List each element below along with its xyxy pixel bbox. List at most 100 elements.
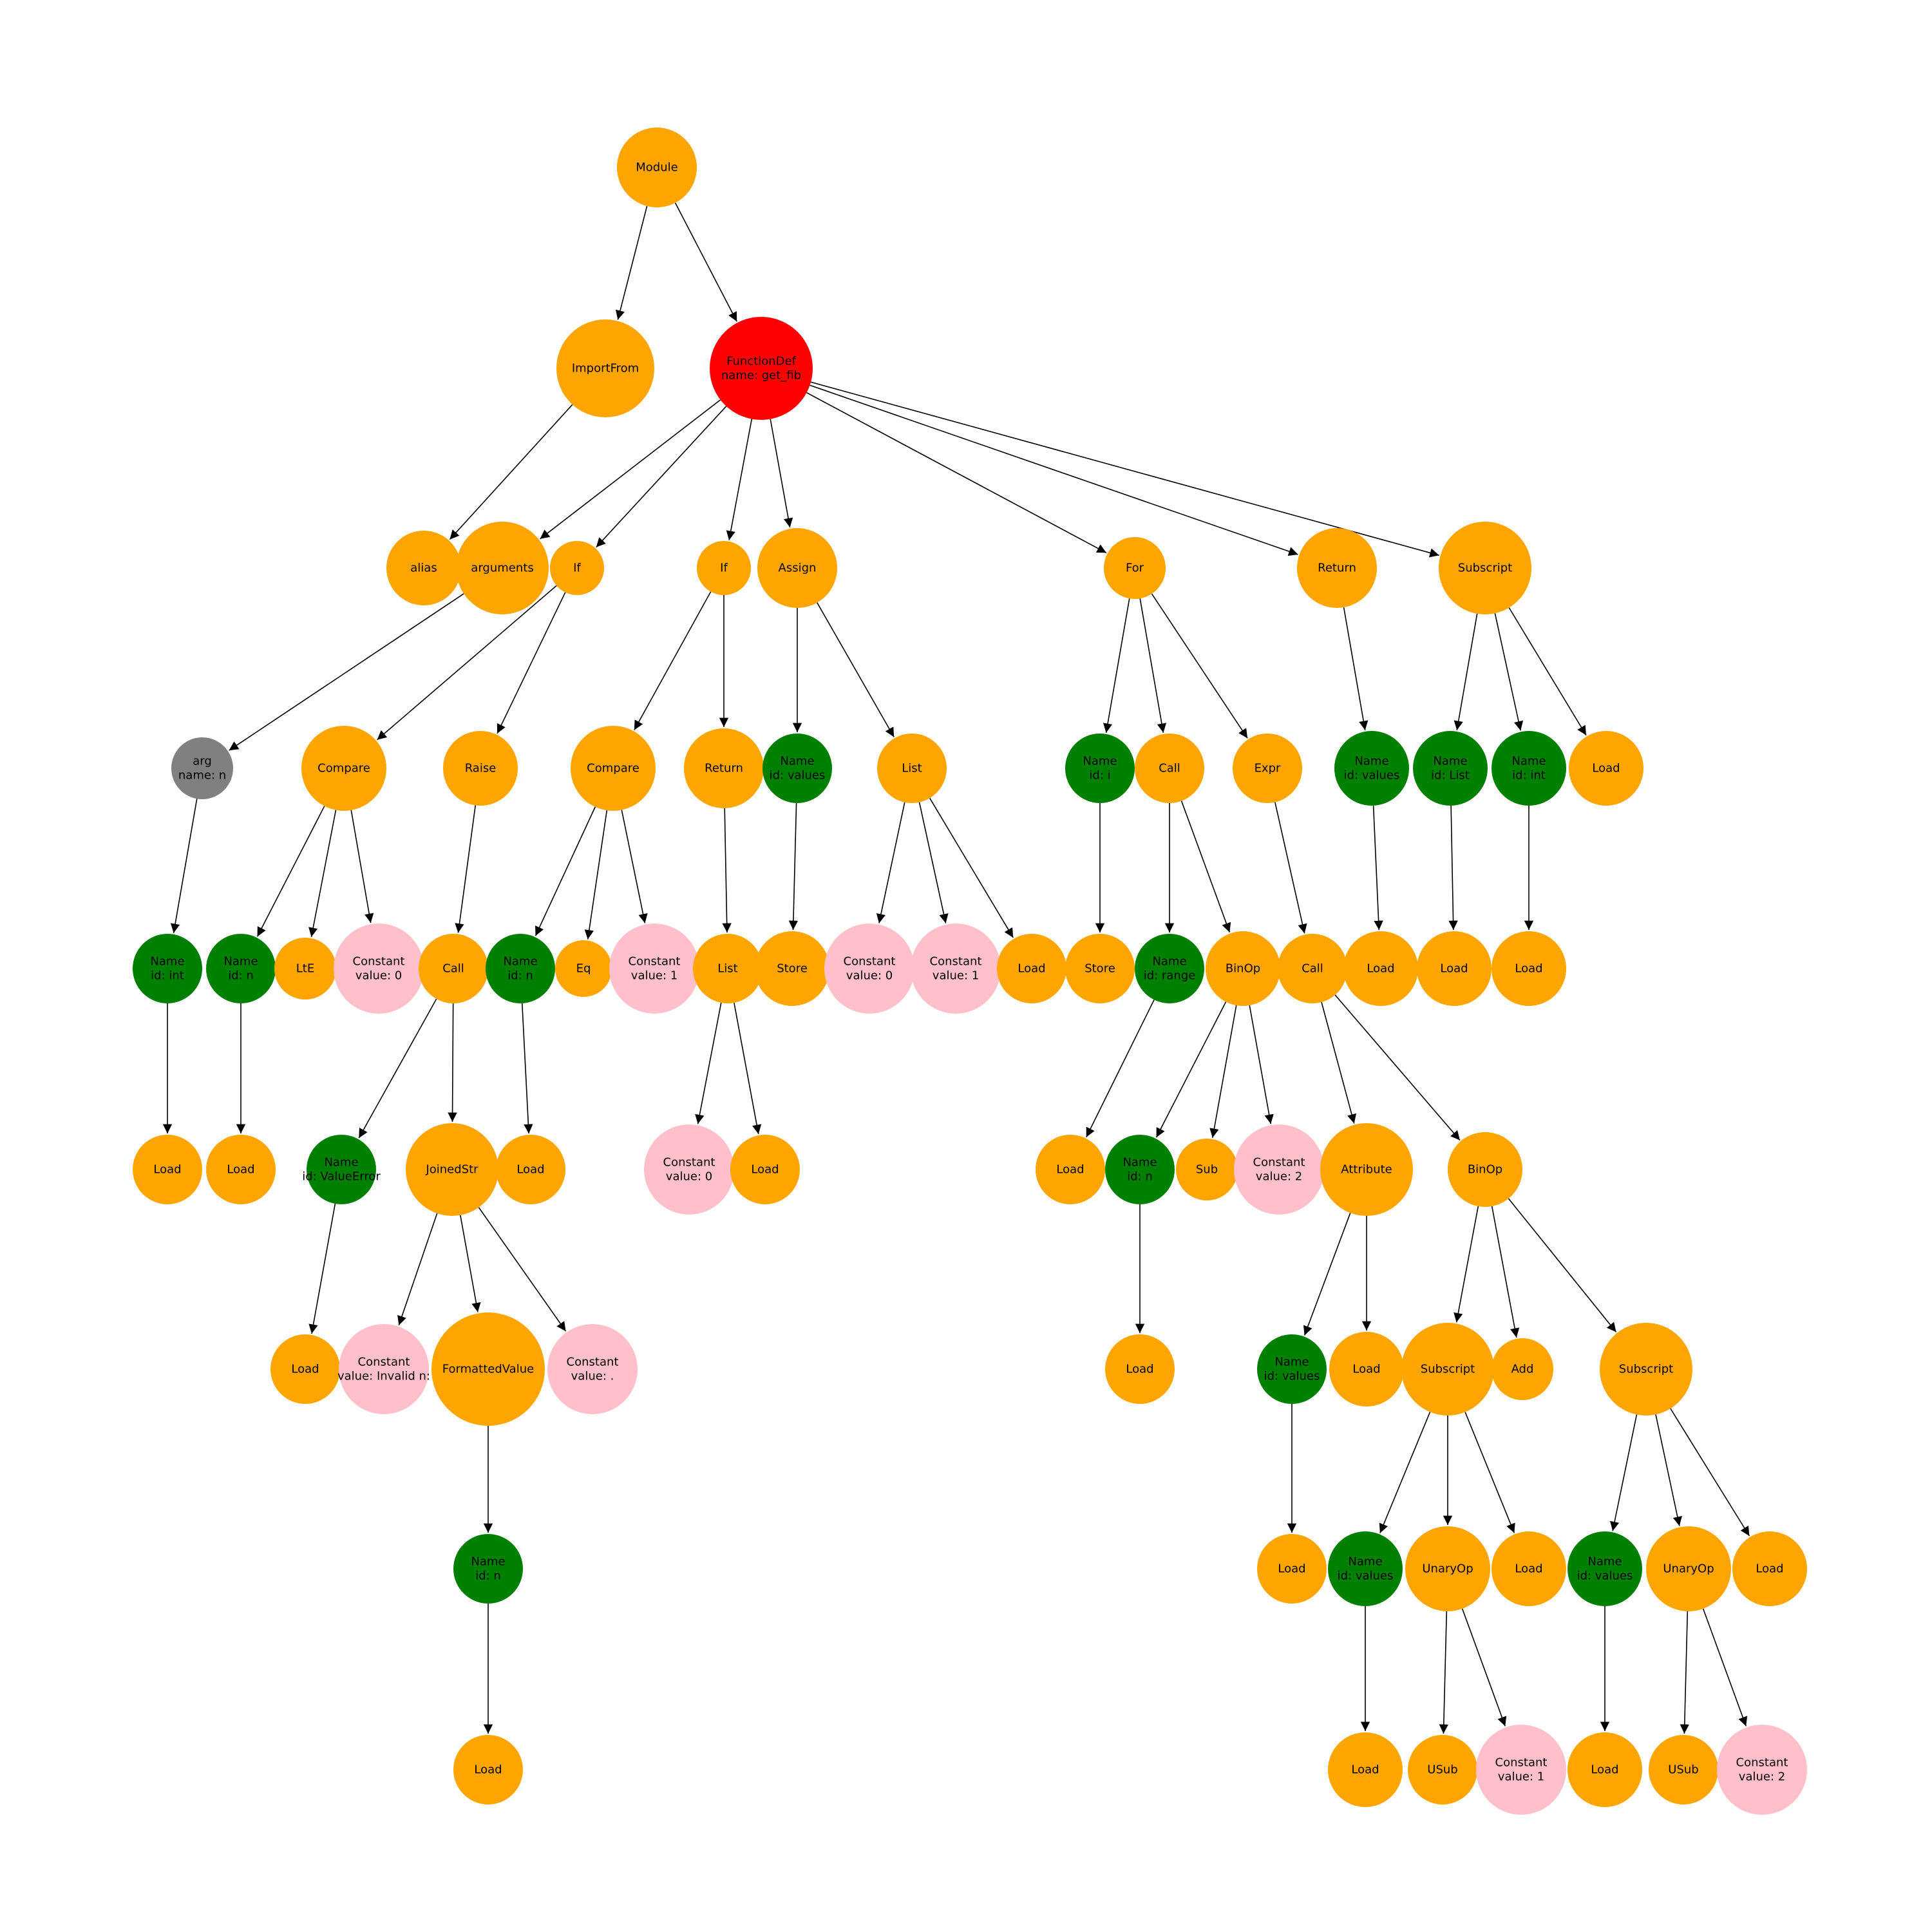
- node-circle-default: [1492, 931, 1566, 1006]
- node-circle-default: [1439, 522, 1531, 614]
- edge-n_funcdef-to-n_subscript_top: [810, 381, 1439, 558]
- node-circle-default: [997, 934, 1066, 1003]
- node-circle-default: [697, 541, 751, 595]
- node-label: Name: [1274, 1356, 1309, 1369]
- node-label: For: [1126, 562, 1144, 575]
- edge-n_unaryop_l-to-n_usub_l: [1439, 1611, 1449, 1734]
- node-label: Name: [471, 1555, 505, 1569]
- node-label: id: n: [1127, 1170, 1153, 1184]
- node-label: Name: [1354, 755, 1388, 768]
- edge-n_subscript_r-to-n_unaryop_r: [1655, 1414, 1682, 1526]
- node-n_load_int_arg: Load: [133, 1135, 202, 1204]
- node-label: value: Invalid n:: [337, 1370, 430, 1383]
- node-n_call_raise: Call: [419, 934, 488, 1003]
- node-n_call_expr: Call: [1278, 934, 1347, 1003]
- edge-n_list_a-to-n_load_list_a: [929, 797, 1014, 938]
- edge-n_module-to-n_funcdef: [674, 202, 737, 322]
- node-n_load_sl: Load: [1492, 1531, 1566, 1606]
- node-circle-default: [419, 934, 488, 1003]
- node-circle-default: [755, 931, 829, 1006]
- edge-n_joinedstr-to-n_formatted: [460, 1215, 481, 1312]
- node-label: ImportFrom: [572, 362, 639, 375]
- edge-n_compare1-to-n_const0_c1: [350, 810, 374, 923]
- node-n_load_range: Load: [1036, 1135, 1105, 1204]
- node-label: Load: [227, 1163, 254, 1177]
- node-label: id: int: [151, 969, 184, 983]
- node-circle-name: [1334, 731, 1409, 806]
- node-circle-default: [684, 728, 764, 808]
- edge-n_binop_range-to-n_sub: [1209, 1005, 1237, 1138]
- node-label: id: values: [1264, 1370, 1320, 1383]
- node-circle-default: [877, 734, 947, 803]
- node-n_unaryop_r: UnaryOp: [1646, 1526, 1731, 1611]
- node-label: USub: [1427, 1763, 1457, 1777]
- edge-n_subscript_r-to-n_load_sr: [1670, 1408, 1750, 1537]
- node-circle-default: [1206, 931, 1280, 1006]
- node-label: USub: [1668, 1763, 1698, 1777]
- node-label: Load: [1278, 1562, 1305, 1576]
- edge-n_subscript_r-to-n_name_values_sr: [1609, 1414, 1638, 1531]
- node-circle-default: [496, 1135, 565, 1204]
- node-circle-default: [730, 1135, 800, 1204]
- node-n_joinedstr: JoinedStr: [406, 1123, 498, 1216]
- node-circle-default: [1417, 931, 1492, 1006]
- edge-n_subscript_top-to-n_name_int_t: [1494, 613, 1524, 731]
- node-n_if2: If: [697, 541, 751, 595]
- node-circle-default: [1105, 1334, 1175, 1404]
- node-label: Name: [1122, 1156, 1157, 1170]
- node-circle-default: [431, 1312, 545, 1426]
- node-circle-default: [133, 1135, 202, 1204]
- node-n_expr: Expr: [1233, 734, 1302, 803]
- edge-n_binop_range-to-n_const2_b: [1249, 1005, 1274, 1124]
- edge-n_subscript_l-to-n_name_values_sl: [1379, 1412, 1431, 1533]
- node-n_importfrom: ImportFrom: [556, 319, 654, 417]
- node-label: Constant: [567, 1356, 619, 1369]
- node-n_if1: If: [550, 541, 604, 595]
- node-label: id: n: [507, 969, 533, 983]
- node-circle-name: [1413, 731, 1488, 806]
- node-label: BinOp: [1226, 962, 1260, 976]
- node-label: value: 1: [631, 969, 677, 983]
- node-label: Load: [291, 1363, 319, 1376]
- node-circle-constant: [1234, 1124, 1324, 1215]
- node-label: Name: [1152, 955, 1186, 969]
- node-label: id: values: [770, 769, 826, 782]
- edge-n_name_list-to-n_load_list_name: [1448, 805, 1458, 931]
- node-label: id: values: [1344, 769, 1400, 782]
- edge-n_binop_range-to-n_name_n_b: [1155, 1001, 1227, 1138]
- edge-n_binop_app-to-n_subscript_l: [1454, 1206, 1479, 1323]
- node-circle-name: [1105, 1135, 1175, 1204]
- node-label: id: n: [475, 1569, 501, 1583]
- node-n_compare1: Compare: [301, 726, 386, 811]
- node-n_compare2: Compare: [571, 726, 656, 811]
- node-circle-default: [1600, 1323, 1692, 1416]
- node-circle-default: [1646, 1526, 1731, 1611]
- edge-n_call_for-to-n_binop_range: [1180, 800, 1231, 933]
- node-label: Load: [751, 1163, 779, 1177]
- node-label: Sub: [1196, 1163, 1218, 1177]
- node-n_usub_l: USub: [1408, 1735, 1477, 1804]
- edge-n_module-to-n_importfrom: [615, 205, 648, 320]
- node-label: Load: [1018, 962, 1045, 976]
- node-circle-name: [1135, 934, 1204, 1003]
- node-label: Name: [223, 955, 258, 969]
- node-n_lte: LtE: [274, 938, 336, 999]
- node-circle-constant: [609, 923, 699, 1014]
- node-label: Load: [1592, 762, 1620, 775]
- node-label: value: 0: [846, 969, 893, 983]
- node-label: Raise: [465, 762, 497, 775]
- edge-n_subscript_top-to-n_name_list: [1454, 613, 1478, 731]
- node-label: Load: [1351, 1763, 1379, 1777]
- node-label: Subscript: [1619, 1363, 1673, 1376]
- edge-n_funcdef-to-n_arguments: [540, 399, 721, 540]
